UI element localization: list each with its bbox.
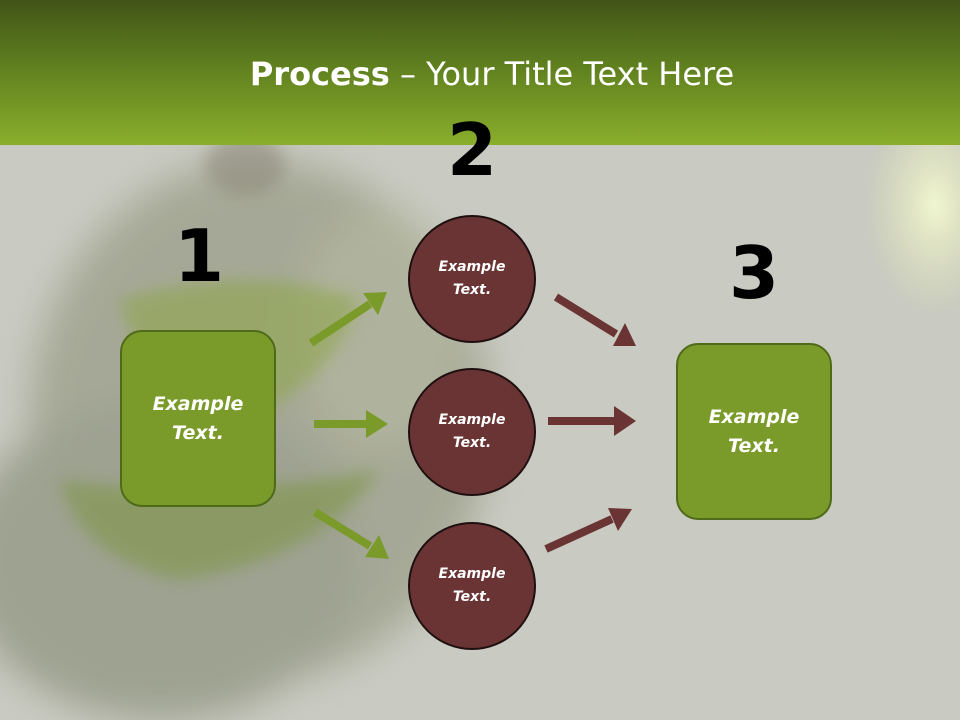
title-rest: – Your Title Text Here <box>389 55 735 93</box>
circle-top-label: Example Text. <box>438 259 506 298</box>
arrow-middle-to-right-box <box>548 406 636 436</box>
circle-bottom[interactable]: Example Text. <box>408 522 536 650</box>
arrow-to-bottom-circle <box>312 508 389 559</box>
arrow-bottom-to-right-box <box>544 508 632 553</box>
arrow-to-middle-circle <box>314 410 388 438</box>
left-box-label: Example Text. <box>152 392 244 444</box>
arrow-to-top-circle <box>308 292 387 347</box>
circle-middle[interactable]: Example Text. <box>408 368 536 496</box>
circle-bottom-label: Example Text. <box>438 566 506 605</box>
right-box[interactable]: Example Text. <box>676 343 832 520</box>
step-number-3: 3 <box>728 231 780 315</box>
title-bold: Process <box>249 55 390 93</box>
title-bar <box>0 0 960 145</box>
circle-middle-label: Example Text. <box>438 412 506 451</box>
right-box-label: Example Text. <box>708 405 800 457</box>
left-box[interactable]: Example Text. <box>120 330 276 507</box>
step-number-1: 1 <box>173 214 225 298</box>
arrow-top-to-right-box <box>553 293 636 346</box>
circle-top[interactable]: Example Text. <box>408 215 536 343</box>
step-number-2: 2 <box>446 108 498 192</box>
slide-title: Process – Your Title Text Here <box>0 52 960 96</box>
